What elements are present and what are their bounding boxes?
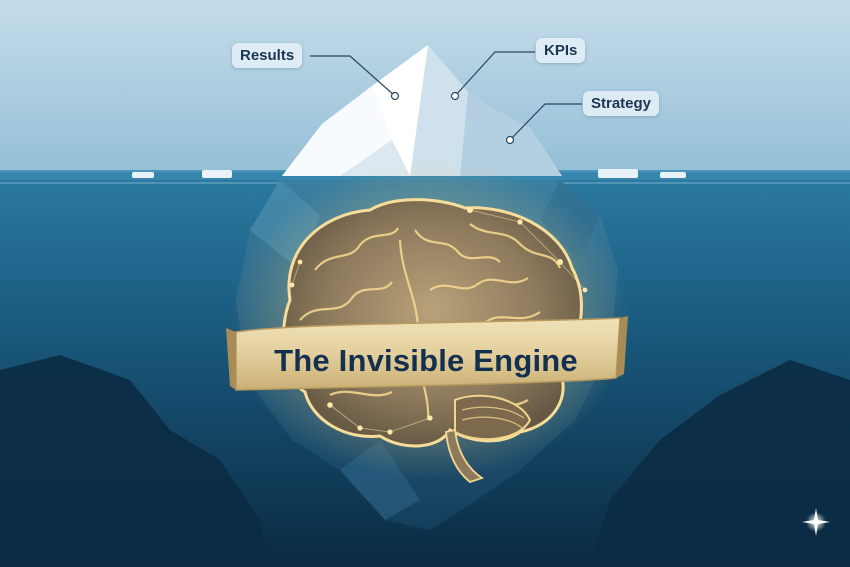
ice-chunk (202, 170, 232, 178)
ice-chunk (132, 172, 154, 178)
ice-chunk (598, 169, 638, 178)
label-kpis: KPIs (536, 38, 586, 63)
seabed-right (590, 360, 850, 567)
banner-title: The Invisible Engine (274, 343, 578, 378)
network-nodes (289, 206, 588, 435)
label-connectors (310, 51, 582, 145)
title-ribbon (226, 316, 628, 391)
ice-chunk (660, 172, 686, 178)
seabed-left (0, 355, 270, 567)
sparkle-icon (802, 508, 830, 536)
label-results: Results (232, 43, 303, 68)
label-strategy: Strategy (583, 91, 660, 116)
iceberg-tip (282, 45, 562, 176)
